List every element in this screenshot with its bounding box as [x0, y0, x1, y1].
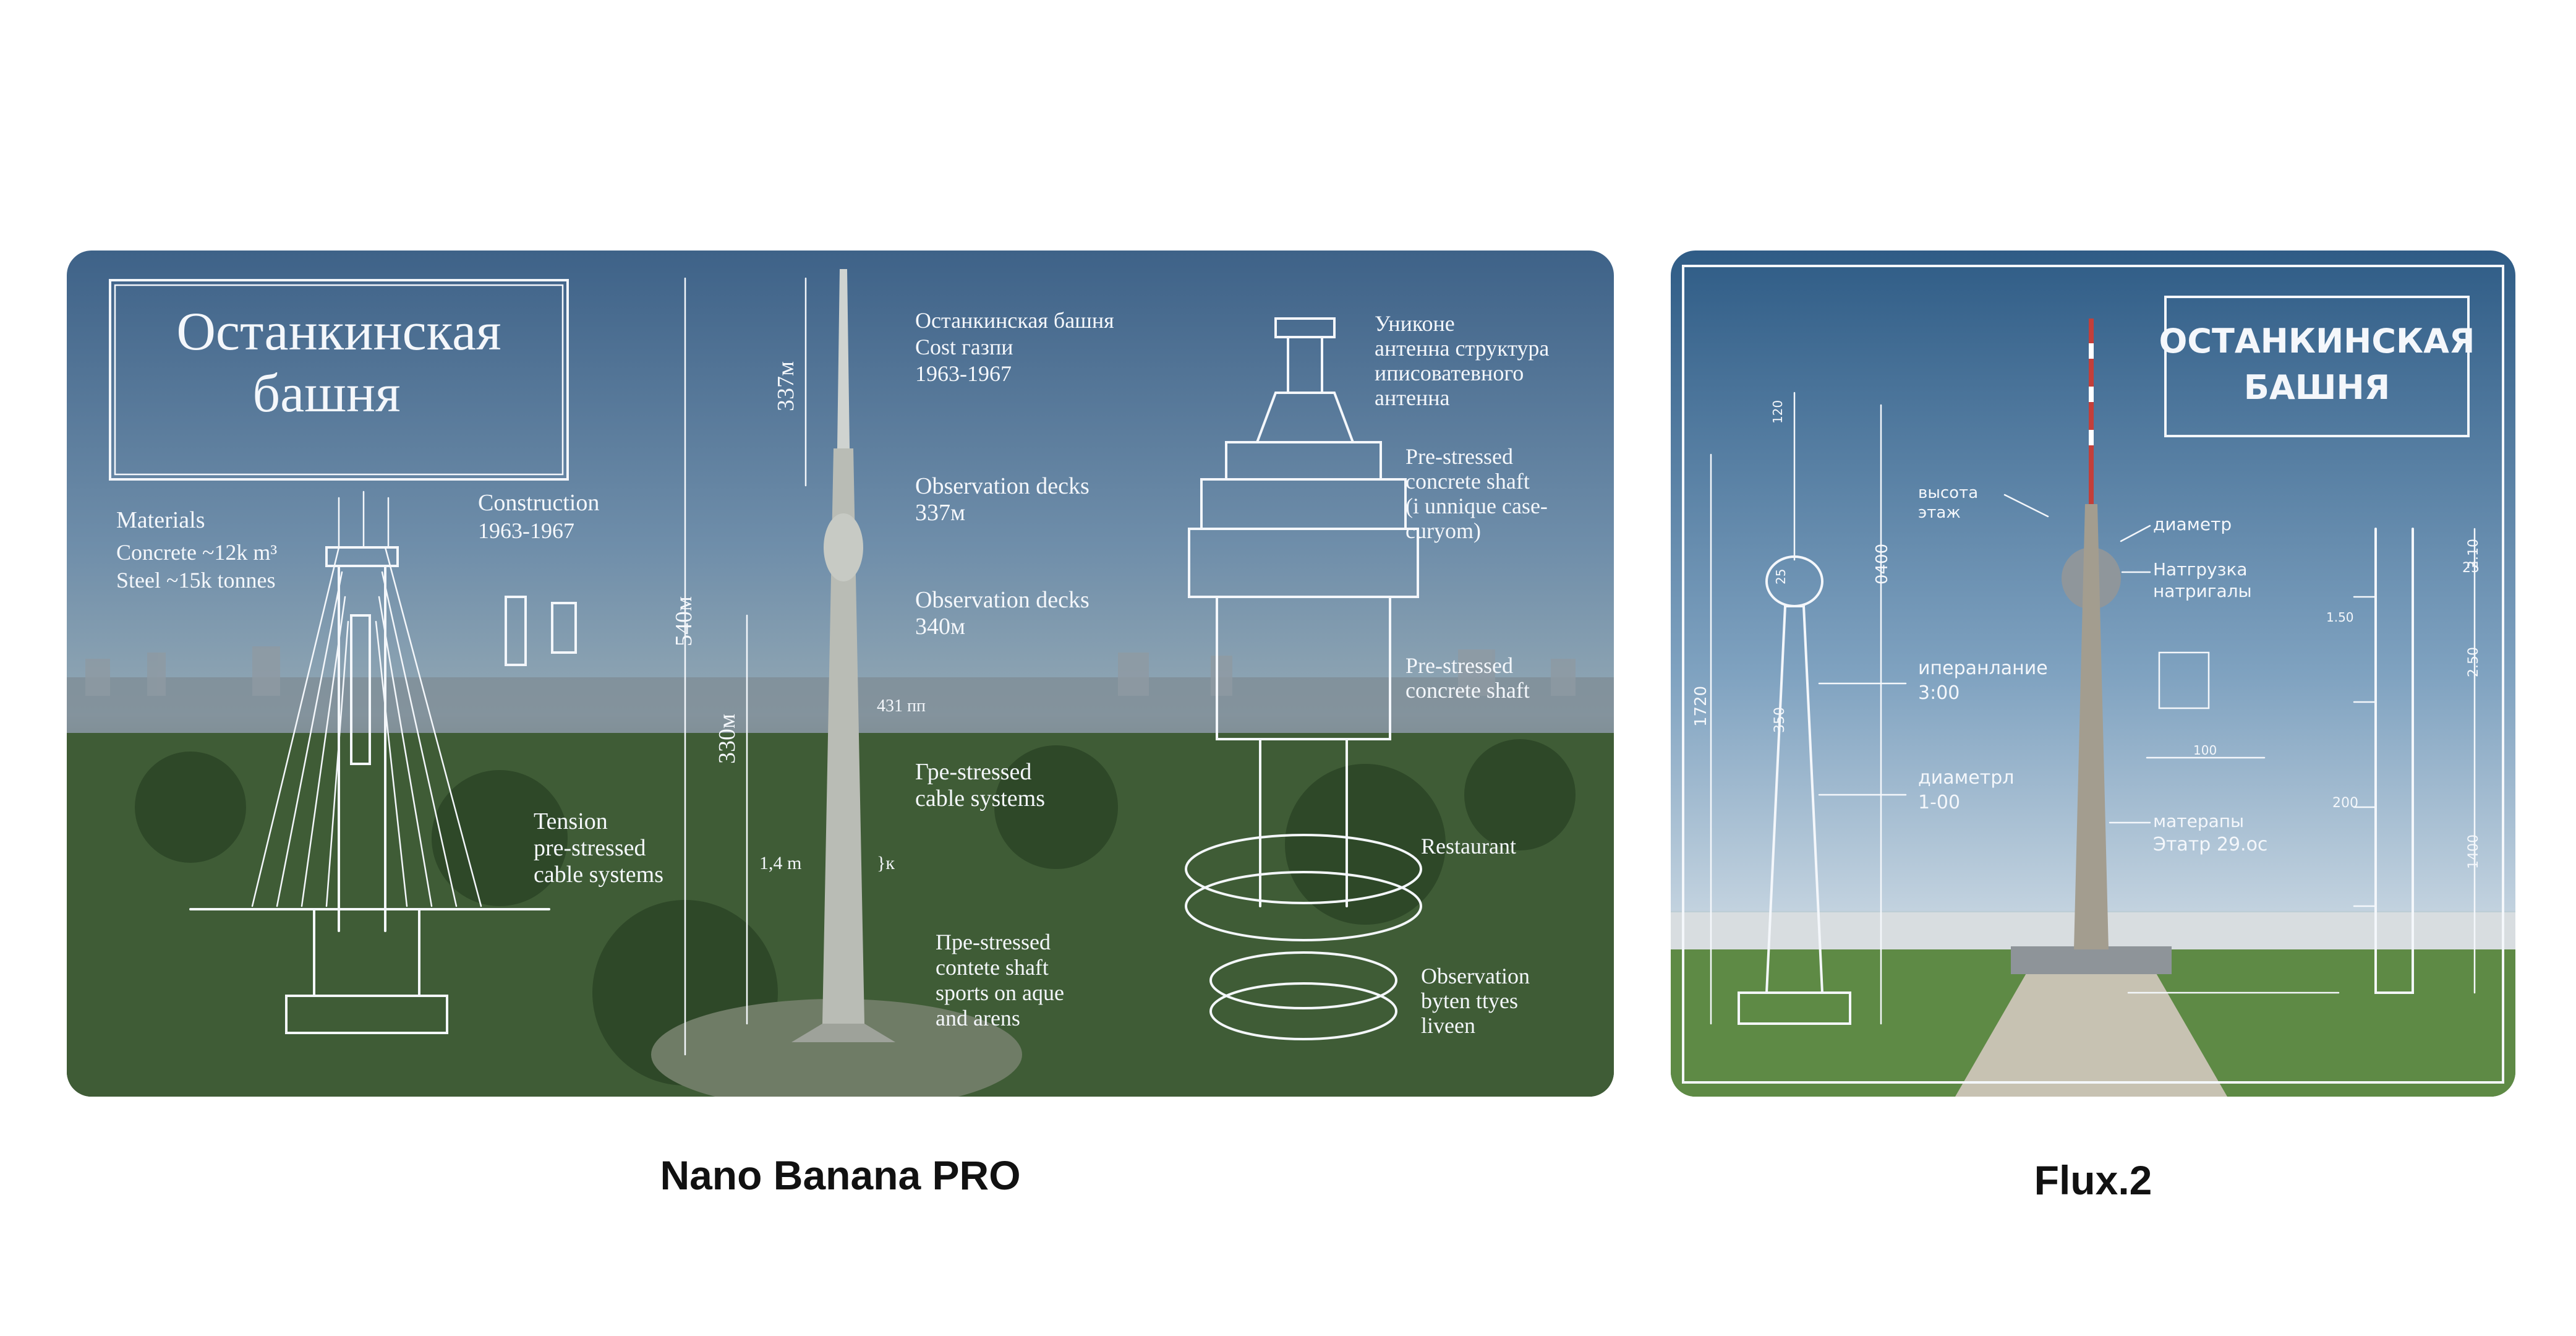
svg-text:Останкинская башня: Останкинская башня	[915, 308, 1114, 333]
svg-text:1400: 1400	[2466, 834, 2481, 869]
svg-text:этаж: этаж	[1918, 503, 1961, 522]
svg-text:диаметрл: диаметрл	[1918, 767, 2014, 789]
svg-text:and arens: and arens	[936, 1006, 1020, 1030]
title-line-2: башня	[252, 364, 400, 424]
svg-text:1-00: 1-00	[1918, 792, 1960, 813]
svg-text:cable systems: cable systems	[915, 786, 1045, 811]
svg-text:Steel ~15k tonnes: Steel ~15k tonnes	[116, 568, 275, 593]
right-title-box: ОСТАНКИНСКАЯ БАШНЯ	[2159, 296, 2475, 437]
svg-text:антенна структура: антенна структура	[1375, 336, 1549, 361]
svg-text:2.50: 2.50	[2466, 647, 2481, 677]
svg-text:340м: 340м	[915, 614, 965, 640]
left-blueprint-illustration: Останкинская башня Materials Concrete ~1…	[67, 250, 1614, 1097]
svg-text:330м: 330м	[714, 714, 740, 764]
svg-text:540м: 540м	[671, 596, 697, 646]
svg-text:cable systems: cable systems	[534, 862, 663, 888]
svg-text:431 пп: 431 пп	[877, 696, 926, 716]
svg-text:Tension: Tension	[534, 808, 608, 834]
svg-text:25: 25	[2462, 560, 2480, 576]
svg-text:диаметр: диаметр	[2153, 514, 2232, 534]
svg-text:1963-1967: 1963-1967	[478, 518, 574, 543]
svg-text:3:00: 3:00	[1918, 682, 1960, 704]
right-elevation-drawing: 25 2.10 2.50 200 1400 1.50	[2127, 528, 2481, 994]
svg-text:337м: 337м	[773, 361, 799, 411]
svg-text:Гре-stressed: Гре-stressed	[915, 759, 1031, 785]
svg-text:}к: }к	[877, 853, 895, 873]
svg-text:матерапы: матерапы	[2153, 811, 2244, 831]
svg-text:liveen: liveen	[1421, 1013, 1475, 1038]
svg-text:100: 100	[2193, 743, 2217, 758]
svg-text:2.10: 2.10	[2466, 539, 2481, 569]
right-image-panel: ОСТАНКИНСКАЯ БАШНЯ 1720 0400 120 25 350 …	[1671, 250, 2515, 1097]
svg-text:contete shaft: contete shaft	[936, 955, 1049, 980]
title-line-1: Останкинская	[176, 302, 501, 362]
right-left-drawing: 1720 0400 120 25 350 высота этаж иперанл…	[1692, 392, 2049, 1025]
svg-text:sports on aque: sports on aque	[936, 980, 1064, 1005]
svg-text:Пре-stressed: Пре-stressed	[936, 930, 1051, 954]
svg-text:1963-1967: 1963-1967	[915, 361, 1012, 386]
svg-text:ОСТАНКИНСКАЯ: ОСТАНКИНСКАЯ	[2159, 322, 2475, 361]
svg-text:200: 200	[2332, 795, 2358, 811]
svg-text:БАШНЯ: БАШНЯ	[2244, 368, 2390, 407]
svg-text:0400: 0400	[1873, 544, 1891, 584]
svg-text:pre-stressed: pre-stressed	[534, 835, 646, 861]
svg-text:concrete shaft: concrete shaft	[1405, 469, 1530, 494]
svg-text:Restaurant: Restaurant	[1421, 834, 1516, 859]
foundation-diagram: Materials Concrete ~12k m³ Steel ~15k to…	[116, 490, 663, 1034]
svg-text:натригалы: натригалы	[2153, 581, 2252, 601]
svg-text:высота: высота	[1918, 484, 1978, 502]
svg-text:Этатр 29.ос: Этатр 29.ос	[2153, 834, 2267, 855]
svg-text:curyom): curyom)	[1405, 518, 1481, 543]
right-side-labels: диаметр Натгрузка натригалы матерапы Эта…	[2109, 514, 2267, 855]
svg-text:Construction: Construction	[478, 490, 599, 516]
section-drawing: Униконе антенна структура иписоватевного…	[1185, 311, 1549, 1040]
svg-text:антенна: антенна	[1375, 385, 1449, 410]
right-tower	[2062, 319, 2121, 949]
svg-text:иписоватевного: иписоватевного	[1375, 361, 1524, 385]
svg-text:337м: 337м	[915, 500, 965, 526]
svg-text:Pre-stressed: Pre-stressed	[1405, 653, 1513, 678]
svg-text:byten ttyes: byten ttyes	[1421, 988, 1518, 1013]
svg-text:1.50: 1.50	[2326, 610, 2354, 625]
caption-flux: Flux.2	[2034, 1157, 2152, 1203]
svg-text:concrete shaft: concrete shaft	[1405, 678, 1530, 703]
svg-text:Cost газпи: Cost газпи	[915, 335, 1013, 359]
title-box: Останкинская башня	[109, 279, 569, 481]
tower-drawing: 540м 337м 330м 431 пп 1,4 m }к Останкинс…	[671, 269, 1114, 1056]
svg-text:Observation decks: Observation decks	[915, 473, 1090, 499]
svg-text:(i unnique case-: (i unnique case-	[1405, 494, 1548, 518]
svg-text:Натгрузка: Натгрузка	[2153, 559, 2248, 580]
svg-text:Observation decks: Observation decks	[915, 587, 1090, 613]
svg-text:25: 25	[1773, 569, 1788, 584]
svg-text:350: 350	[1772, 707, 1788, 733]
svg-text:иперанлание: иперанлание	[1918, 657, 2048, 679]
right-blueprint-illustration: ОСТАНКИНСКАЯ БАШНЯ 1720 0400 120 25 350 …	[1671, 250, 2515, 1097]
svg-text:Pre-stressed: Pre-stressed	[1405, 444, 1513, 469]
svg-text:Concrete ~12k m³: Concrete ~12k m³	[116, 540, 277, 565]
left-image-panel: Останкинская башня Materials Concrete ~1…	[67, 250, 1614, 1097]
svg-text:1720: 1720	[1692, 686, 1710, 727]
svg-text:Materials: Materials	[116, 507, 205, 533]
svg-text:Observation: Observation	[1421, 964, 1530, 988]
caption-nano-banana: Nano Banana PRO	[660, 1152, 1021, 1198]
svg-text:1,4 m: 1,4 m	[759, 853, 801, 873]
svg-text:Униконе: Униконе	[1375, 311, 1455, 336]
svg-text:120: 120	[1770, 400, 1785, 424]
